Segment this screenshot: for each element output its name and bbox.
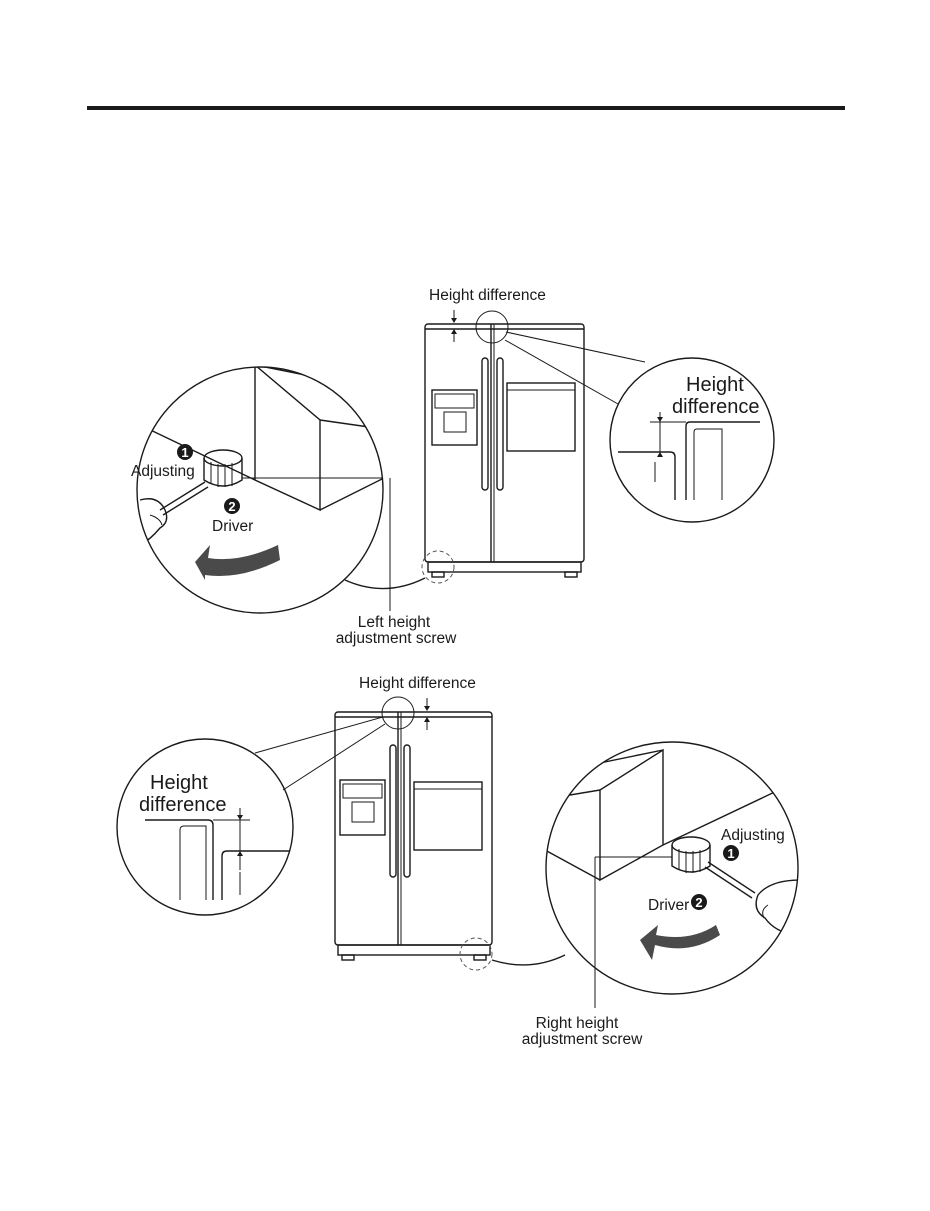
fridge-illustration-top bbox=[424, 323, 585, 578]
zoom-circle-top-left: 1 2 Adjusting Driver bbox=[131, 366, 455, 614]
driver-label-bottom: Driver bbox=[648, 897, 689, 914]
screw-label-line2-top: adjustment screw bbox=[336, 630, 457, 647]
adjusting-label-top: Adjusting bbox=[131, 463, 195, 480]
screw-label-line1-top: Left height bbox=[358, 614, 431, 631]
height-difference-marker-top bbox=[451, 310, 509, 344]
driver-label-top: Driver bbox=[212, 518, 253, 535]
fridge-illustration-bottom bbox=[334, 711, 493, 961]
bottom-diagram: Height difference bbox=[116, 675, 799, 1048]
zoom-height-label-line1-bottom: Height bbox=[150, 772, 208, 794]
step-1-marker-bottom: 1 bbox=[727, 846, 734, 861]
adjusting-label-bottom: Adjusting bbox=[721, 827, 785, 844]
zoom-height-label-line2-top: difference bbox=[672, 396, 759, 418]
screw-label-line2-bottom: adjustment screw bbox=[522, 1031, 643, 1048]
height-difference-label-bottom: Height difference bbox=[359, 675, 476, 692]
zoom-height-label-line2-bottom: difference bbox=[139, 794, 226, 816]
header-rule bbox=[87, 106, 845, 110]
step-1-marker-top: 1 bbox=[181, 445, 188, 460]
step-2-marker-top: 2 bbox=[228, 499, 235, 514]
height-difference-label-top: Height difference bbox=[429, 287, 546, 304]
height-difference-marker-bottom bbox=[381, 696, 430, 730]
top-diagram: Height difference Height difference bbox=[131, 287, 775, 647]
screw-label-line1-bottom: Right height bbox=[536, 1015, 619, 1032]
step-2-marker-bottom: 2 bbox=[695, 895, 702, 910]
zoom-circle-bottom-right: 1 2 Adjusting Driver bbox=[459, 741, 799, 995]
zoom-circle-bottom-left: Height difference bbox=[116, 738, 294, 916]
zoom-height-label-line1-top: Height bbox=[686, 374, 744, 396]
zoom-circle-top-right: Height difference bbox=[609, 357, 775, 523]
